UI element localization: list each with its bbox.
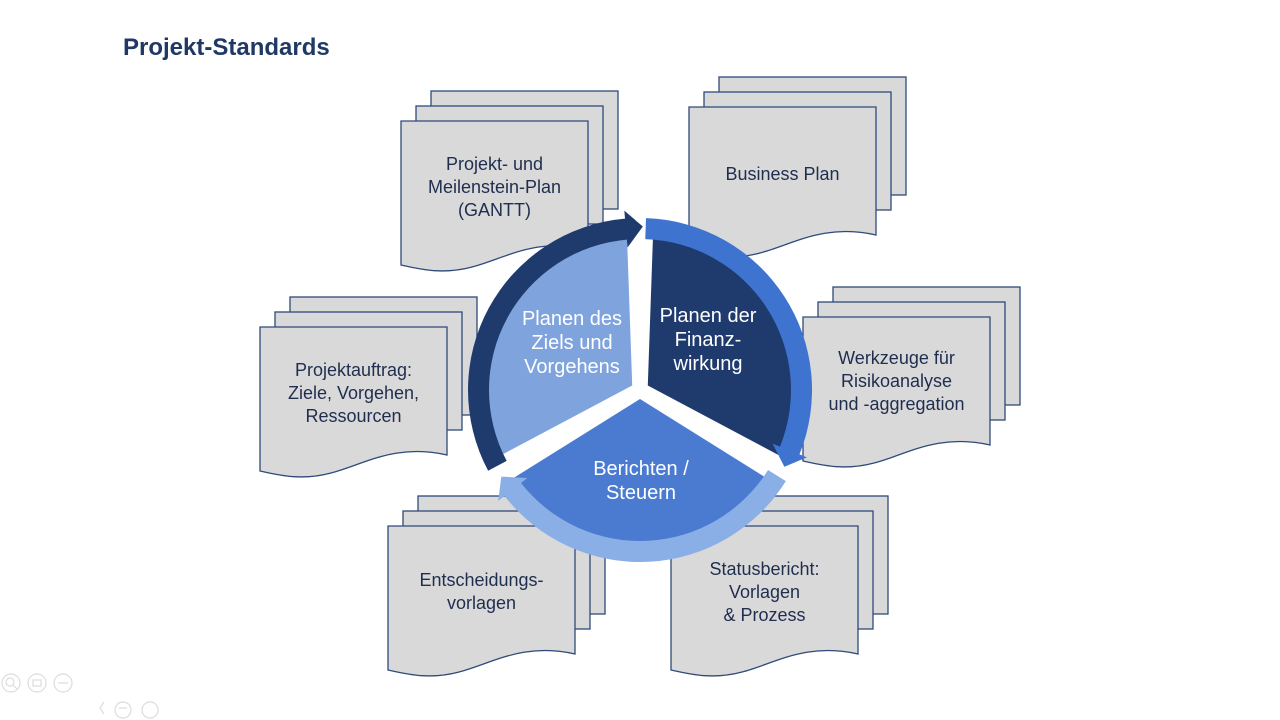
prev-icon[interactable] (99, 701, 105, 715)
segment-shape (511, 399, 769, 551)
document-label-line: Vorlagen (729, 582, 800, 602)
document-front-page (802, 316, 991, 468)
more-icon[interactable] (53, 673, 73, 693)
document-label-line: Projektauftrag: (295, 360, 412, 380)
document-stack-entscheidung: Entscheidungs-vorlagen (387, 495, 606, 677)
segment-label-line: Vorgehens (524, 356, 620, 378)
document-label-line: Risikoanalyse (841, 371, 952, 391)
document-stack-business-plan: Business Plan (688, 76, 907, 258)
document-label-line: & Prozess (723, 605, 805, 625)
document-label-line: vorlagen (447, 593, 516, 613)
cycle-arrow-light (498, 470, 786, 563)
segment-label: Berichten /Steuern (593, 458, 689, 504)
document-label: Projektauftrag: Ziele, Vorgehen, Ressource… (288, 360, 419, 426)
zoom-icon[interactable] (1, 673, 21, 693)
notes-icon[interactable] (27, 673, 47, 693)
document-front-page (387, 525, 576, 677)
cycle-segment-berichten: Berichten /Steuern (511, 399, 769, 551)
document-label-line: (GANTT) (458, 200, 531, 220)
segment-label-line: Planen des (522, 308, 622, 330)
document-label-line: Meilenstein-Plan (428, 177, 561, 197)
document-label: Entscheidungs-vorlagen (419, 570, 543, 613)
document-label-line: Ziele, Vorgehen, (288, 383, 419, 403)
document-label: Statusbericht: Vorlagen & Prozess (709, 559, 819, 625)
document-front-page (670, 525, 859, 677)
cycle-arrow-dark (467, 210, 643, 471)
segment-label-line: Ziels und (531, 332, 612, 354)
segment-label-line: wirkung (673, 353, 743, 375)
document-front-page (259, 326, 448, 478)
menu-icon[interactable] (114, 701, 132, 719)
segment-label-line: Berichten / (593, 458, 689, 480)
document-stack-projektauftrag: Projektauftrag: Ziele, Vorgehen, Ressource… (259, 296, 478, 478)
segment-label-line: Finanz- (675, 329, 742, 351)
cycle-arrow-mid (645, 218, 812, 467)
document-label-line: Ressourcen (305, 406, 401, 426)
segment-label-line: Steuern (606, 482, 676, 504)
document-label-line: Statusbericht: (709, 559, 819, 579)
viewer-controls (1, 673, 159, 719)
document-label-line: Business Plan (725, 164, 839, 184)
document-label-line: Entscheidungs- (419, 570, 543, 590)
segment-label-line: Planen der (660, 305, 757, 327)
document-label-line: Projekt- und (446, 154, 543, 174)
document-label-line: und -aggregation (828, 394, 964, 414)
next-icon[interactable] (141, 701, 159, 719)
document-label: Business Plan (725, 164, 839, 184)
document-label-line: Werkzeuge für (838, 348, 955, 368)
page-title: Projekt-Standards (123, 34, 330, 61)
